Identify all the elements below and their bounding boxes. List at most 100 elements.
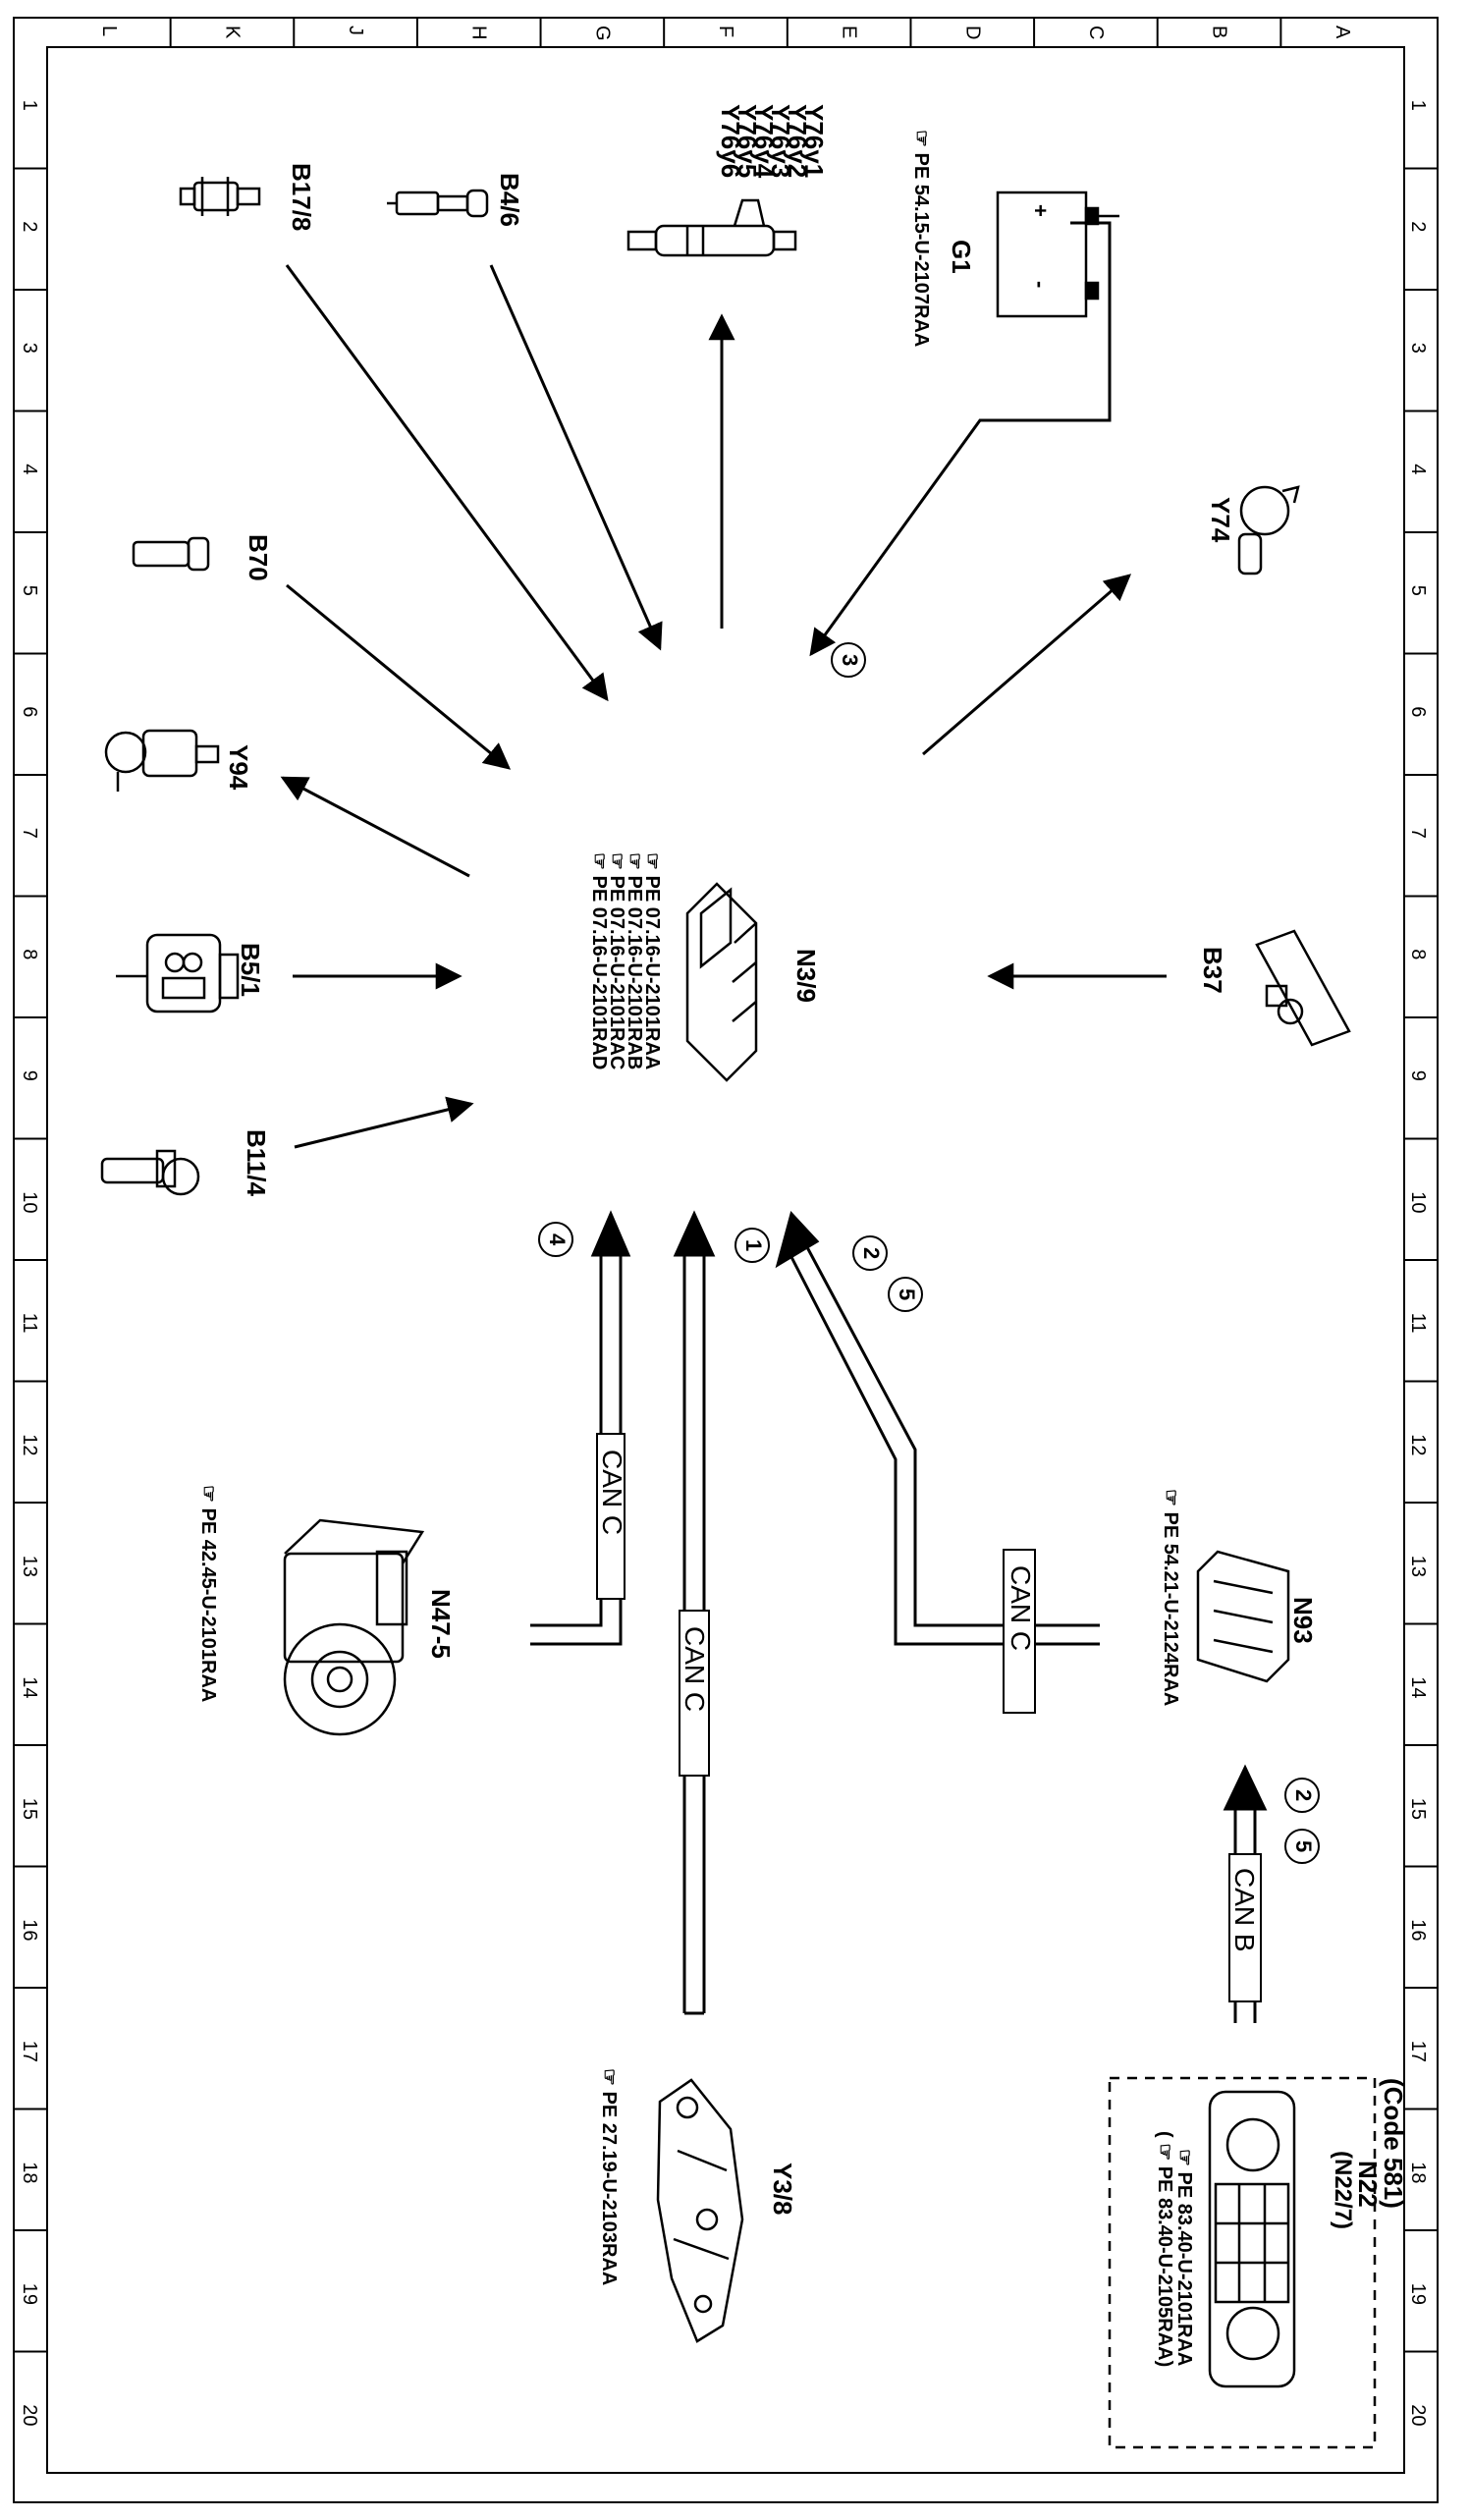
n3-9-ecu-icon xyxy=(685,882,758,1082)
frame-row-number: 8 xyxy=(19,949,40,959)
frame-col-letter: J xyxy=(345,26,366,35)
b37-pedal-icon xyxy=(1255,929,1351,1047)
label-n22-sub: (N22/7) xyxy=(1330,2151,1356,2229)
label-y76: Y76y5 xyxy=(733,104,762,178)
label-b17-8: B17/8 xyxy=(287,163,316,231)
label-b37: B37 xyxy=(1198,947,1227,994)
callout-number: 1 xyxy=(741,1239,766,1251)
frame-row-number: 16 xyxy=(19,1919,40,1941)
frame-row-number: 4 xyxy=(19,464,40,474)
callout-number: 4 xyxy=(545,1233,570,1246)
frame-row-number: 5 xyxy=(19,585,40,596)
ref-g1: ☞ PE 54.15-U-2107RAA xyxy=(910,130,932,347)
ref-n22-alt: ( ☞ PE 83.40-U-2105RAA) xyxy=(1154,2131,1175,2367)
frame-col-letter: H xyxy=(468,26,490,39)
label-b4-6: B4/6 xyxy=(495,173,524,227)
n47-5-abs-icon xyxy=(283,1518,425,1736)
label-y94: Y94 xyxy=(224,744,253,791)
b11-4-sensor-icon xyxy=(100,1149,200,1196)
label-n93: N93 xyxy=(1288,1597,1318,1644)
ref-n3-9: ☞ PE 07.16-U-2101RAA xyxy=(641,852,663,1069)
frame-row-number: 11 xyxy=(19,1313,40,1334)
label-y76: Y76y2 xyxy=(783,104,812,178)
frame-row-number: 3 xyxy=(19,343,40,354)
frame-col-letter: B xyxy=(1209,26,1230,38)
label-b5-1: B5/1 xyxy=(236,943,265,997)
frame-row-number: 18 xyxy=(19,2162,40,2183)
ref-n47-5: ☞ PE 42.45-U-2101RAA xyxy=(197,1485,219,1702)
arrow-b4-6 xyxy=(489,264,663,651)
frame-col-letter: D xyxy=(961,26,983,39)
frame-row-number: 6 xyxy=(1407,706,1429,717)
frame-row-number: 4 xyxy=(1407,464,1429,474)
frame-row-number: 16 xyxy=(1407,1919,1429,1941)
frame-row-number: 12 xyxy=(1407,1434,1429,1455)
frame-row-number: 15 xyxy=(19,1798,40,1820)
frame-row-number: 11 xyxy=(1407,1313,1429,1334)
frame-col-letter: K xyxy=(221,26,243,39)
frame-col-letter: C xyxy=(1085,26,1107,39)
frame-row-number: 5 xyxy=(1407,585,1429,596)
can-c-label: CAN C xyxy=(680,1626,710,1712)
frame-row-number: 19 xyxy=(19,2283,40,2305)
frame-row-number: 7 xyxy=(1407,828,1429,839)
frame-row-number: 10 xyxy=(1407,1191,1429,1213)
frame-row-number: 15 xyxy=(1407,1798,1429,1820)
ref-n93: ☞ PE 54.21-U-2124RAA xyxy=(1160,1489,1181,1706)
y94-valve-icon xyxy=(104,729,220,792)
frame-row-number: 7 xyxy=(19,828,40,839)
label-n3-9: N3/9 xyxy=(791,949,821,1003)
label-y76: Y76y1 xyxy=(799,104,829,178)
frame-row-number: 14 xyxy=(1407,1676,1429,1698)
b4-6-sensor-icon xyxy=(387,189,489,218)
label-y76: Y76y3 xyxy=(766,104,795,178)
frame-col-letter: L xyxy=(98,26,120,36)
y3-8-valve-body-icon xyxy=(656,2078,744,2343)
callout-circles xyxy=(538,642,1320,1864)
label-y74: Y74 xyxy=(1206,497,1235,543)
frame-row-number: 20 xyxy=(19,2404,40,2426)
can-label-boxes xyxy=(596,1433,1262,2002)
frame-row-number: 12 xyxy=(19,1434,40,1455)
n22-panel-icon xyxy=(1208,2090,1296,2388)
callout-number: 5 xyxy=(895,1288,919,1300)
arrow-to-y74 xyxy=(922,574,1132,756)
label-b11-4: B11/4 xyxy=(242,1129,271,1196)
frame-col-letter: E xyxy=(839,26,860,38)
frame-row-number: 2 xyxy=(19,221,40,232)
can-b-label: CAN B xyxy=(1229,1868,1260,1952)
callout-number: 5 xyxy=(1291,1840,1316,1852)
signal-arrows xyxy=(280,221,1167,1149)
n93-module-icon xyxy=(1196,1550,1290,1683)
arrow-b17-8 xyxy=(285,264,609,702)
can-bus-lines xyxy=(530,1210,1268,2023)
b17-8-sensor-icon xyxy=(179,177,261,216)
ref-n3-9: ☞ PE 07.16-U-2101RAB xyxy=(624,852,645,1069)
label-y3-8: Y3/8 xyxy=(768,2163,797,2216)
ref-n3-9: ☞ PE 07.16-U-2101RAD xyxy=(588,852,610,1069)
frame-row-number: 1 xyxy=(1407,100,1429,111)
frame-row-number: 17 xyxy=(19,2041,40,2062)
label-n47-5: N47-5 xyxy=(426,1589,456,1659)
frame-col-letter: A xyxy=(1332,26,1353,39)
frame-row-number: 10 xyxy=(19,1191,40,1213)
ref-n22: ☞ PE 83.40-U-2101RAA xyxy=(1173,2149,1195,2366)
frame-row-number: 20 xyxy=(1407,2404,1429,2426)
frame-row-number: 18 xyxy=(1407,2162,1429,2183)
g1-battery-icon xyxy=(996,191,1119,318)
can-c-label: CAN C xyxy=(1006,1565,1036,1651)
frame-row-number: 14 xyxy=(19,1676,40,1698)
frame-row-number: 8 xyxy=(1407,949,1429,959)
ref-n3-9: ☞ PE 07.16-U-2101RAC xyxy=(606,852,627,1069)
frame-row-number: 9 xyxy=(19,1070,40,1081)
ref-y3-8: ☞ PE 27.19-U-2103RAA xyxy=(598,2068,620,2285)
label-n22: N22 xyxy=(1353,2161,1383,2208)
can-c-label: CAN C xyxy=(597,1450,627,1535)
b70-sensor-icon xyxy=(132,536,210,572)
label-g1: G1 xyxy=(947,240,976,274)
arrow-b11-4 xyxy=(294,1096,474,1149)
frame-col-letter: F xyxy=(715,26,736,37)
wire-g1 xyxy=(809,221,1112,657)
